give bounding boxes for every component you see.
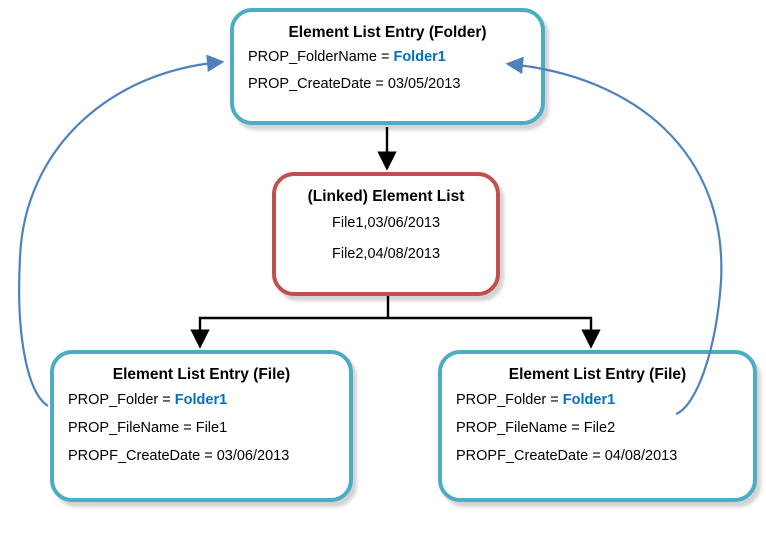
folder-createdate-property: PROP_CreateDate = 03/05/2013	[244, 71, 531, 98]
property-label: PROP_FileName = File2	[456, 420, 616, 436]
property-label: PROPF_CreateDate = 04/08/2013	[456, 448, 678, 464]
folder-name-value: Folder1	[393, 49, 446, 65]
linked-list-title: (Linked) Element List	[307, 188, 465, 205]
property-label: PROP_FileName = File1	[68, 420, 228, 436]
file2-createdate-property: PROPF_CreateDate = 04/08/2013	[452, 442, 743, 470]
property-label: PROP_Folder =	[456, 392, 563, 408]
file1-entry-box: Element List Entry (File) PROP_Folder = …	[50, 350, 353, 502]
file1-createdate-property: PROPF_CreateDate = 03/06/2013	[64, 442, 339, 470]
list-entry-file1: File1,03/06/2013	[331, 215, 441, 231]
file1-folder-property: PROP_Folder = Folder1	[64, 386, 339, 414]
folder-entry-box: Element List Entry (Folder) PROP_FolderN…	[230, 8, 545, 125]
property-label: PROP_FolderName =	[248, 49, 394, 65]
file2-entry-box: Element List Entry (File) PROP_Folder = …	[438, 350, 757, 502]
property-label: PROPF_CreateDate = 03/06/2013	[68, 448, 290, 464]
file2-folder-property: PROP_Folder = Folder1	[452, 386, 743, 414]
file2-filename-property: PROP_FileName = File2	[452, 414, 743, 442]
linked-element-list-box: (Linked) Element List File1,03/06/2013 F…	[272, 172, 500, 296]
tree-connector-list-to-files	[199, 296, 592, 320]
file1-entry-title: Element List Entry (File)	[112, 366, 291, 383]
folder-name-property: PROP_FolderName = Folder1	[244, 44, 531, 71]
file1-filename-property: PROP_FileName = File1	[64, 414, 339, 442]
property-label: PROP_CreateDate = 03/05/2013	[248, 76, 461, 92]
file1-folder-value: Folder1	[174, 392, 228, 408]
property-label: PROP_Folder =	[68, 392, 175, 408]
folder-entry-title: Element List Entry (Folder)	[288, 24, 487, 41]
file2-folder-value: Folder1	[562, 392, 616, 408]
file2-entry-title: Element List Entry (File)	[508, 366, 687, 383]
list-entry-file2: File2,04/08/2013	[331, 246, 441, 262]
